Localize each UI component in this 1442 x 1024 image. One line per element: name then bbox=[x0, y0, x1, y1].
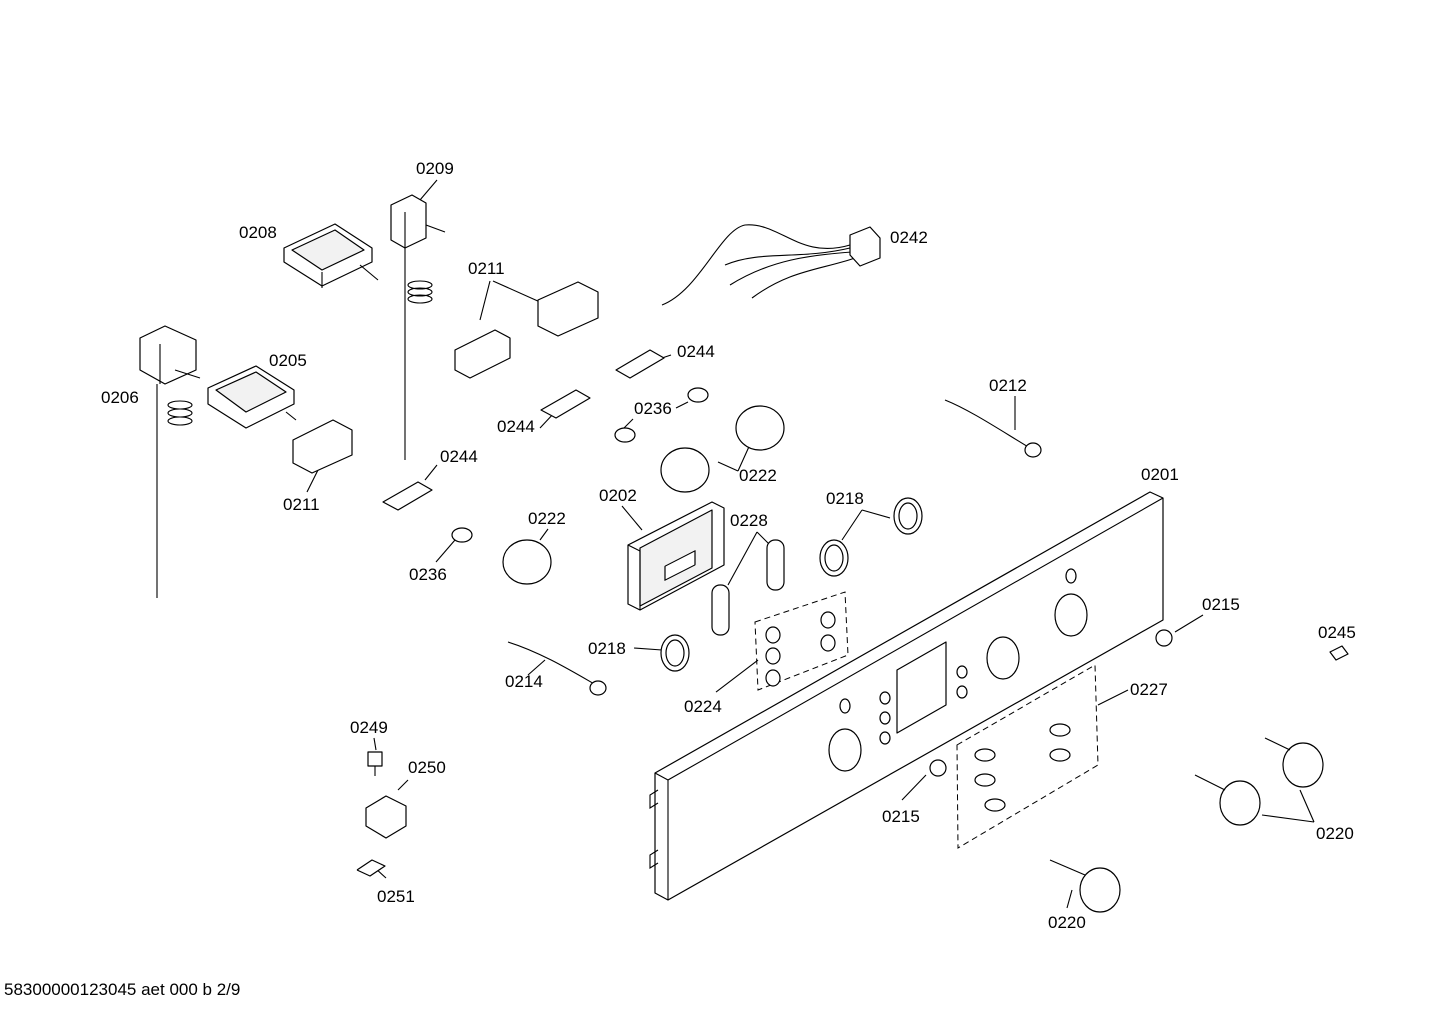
label-0250: 0250 bbox=[408, 758, 446, 777]
label-0211: 0211 bbox=[283, 495, 320, 514]
drawing-code: 58300000123045 aet 000 b 2/9 bbox=[4, 980, 241, 999]
selector-switch-0205 bbox=[207, 365, 297, 429]
part-labels: 0209 0208 0242 0211 0205 0206 0244 0236 … bbox=[101, 159, 1356, 932]
clip-0244 bbox=[382, 349, 665, 511]
label-0208: 0208 bbox=[239, 223, 277, 242]
label-0201: 0201 bbox=[1141, 465, 1179, 484]
label-0236: 0236 bbox=[409, 565, 447, 584]
ring-0218 bbox=[660, 497, 923, 672]
screw-set-0227 bbox=[956, 664, 1099, 849]
label-0228: 0228 bbox=[730, 511, 768, 530]
part-0251 bbox=[356, 859, 386, 877]
wire-harness-0242 bbox=[661, 224, 881, 306]
button-set-0224 bbox=[754, 591, 849, 691]
label-0202: 0202 bbox=[599, 486, 637, 505]
label-0242: 0242 bbox=[890, 228, 928, 247]
label-0244: 0244 bbox=[677, 342, 715, 361]
label-0218: 0218 bbox=[826, 489, 864, 508]
lamp-housing-0222 bbox=[502, 405, 785, 585]
label-0249: 0249 bbox=[350, 718, 388, 737]
label-0214: 0214 bbox=[505, 672, 543, 691]
indicator-0215 bbox=[929, 629, 1173, 777]
selector-switch-0208 bbox=[283, 223, 379, 288]
label-0245: 0245 bbox=[1318, 623, 1356, 642]
label-0222: 0222 bbox=[528, 509, 566, 528]
part-0249 bbox=[367, 751, 383, 776]
sensor-0214 bbox=[507, 641, 607, 696]
leader-lines bbox=[306, 179, 1315, 909]
label-0218: 0218 bbox=[588, 639, 626, 658]
part-0250 bbox=[365, 795, 407, 839]
sensor-0212 bbox=[944, 399, 1042, 458]
label-0224: 0224 bbox=[684, 697, 722, 716]
part-0245 bbox=[1329, 645, 1349, 661]
label-0205: 0205 bbox=[269, 351, 307, 370]
label-0244: 0244 bbox=[497, 417, 535, 436]
bracket-0211 bbox=[292, 281, 599, 474]
lamp-0236 bbox=[451, 387, 709, 543]
thermostat-0206 bbox=[139, 325, 201, 598]
label-0244: 0244 bbox=[440, 447, 478, 466]
label-0209: 0209 bbox=[416, 159, 454, 178]
label-0227: 0227 bbox=[1130, 680, 1168, 699]
light-guide-0228 bbox=[711, 539, 785, 636]
label-0206: 0206 bbox=[101, 388, 139, 407]
label-0212: 0212 bbox=[989, 376, 1027, 395]
label-0236: 0236 bbox=[634, 399, 672, 418]
label-0215: 0215 bbox=[1202, 595, 1240, 614]
label-0220: 0220 bbox=[1316, 824, 1354, 843]
label-0222: 0222 bbox=[739, 466, 777, 485]
label-0215: 0215 bbox=[882, 807, 920, 826]
knob-0220 bbox=[1049, 737, 1324, 913]
control-panel-fascia bbox=[649, 491, 1164, 901]
label-0211: 0211 bbox=[468, 259, 505, 278]
label-0251: 0251 bbox=[377, 887, 415, 906]
label-0220: 0220 bbox=[1048, 913, 1086, 932]
electronic-module bbox=[627, 501, 725, 611]
thermostat-0209 bbox=[390, 194, 446, 460]
